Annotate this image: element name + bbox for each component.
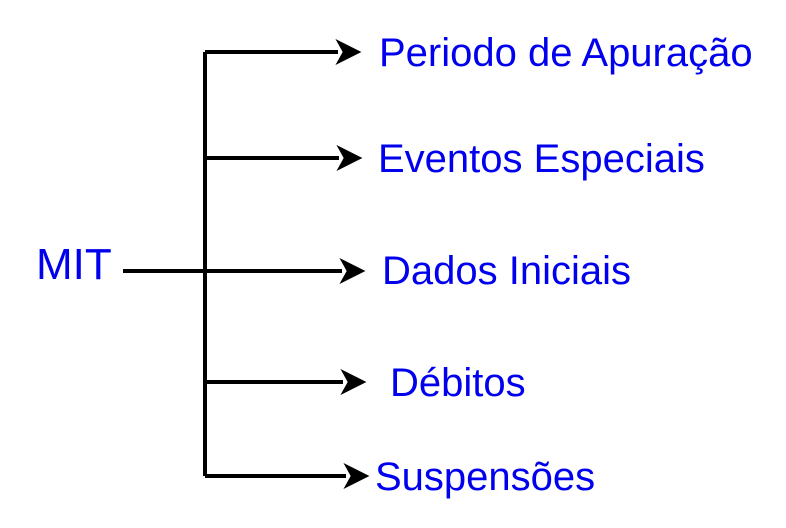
branch-label-debitos: Débitos — [390, 361, 526, 405]
branch-label-periodo-de-apuracao: Periodo de Apuração — [379, 31, 753, 75]
branch-label-suspensoes: Suspensões — [375, 455, 596, 499]
root-label-mit: MIT — [36, 239, 112, 289]
branch-label-eventos-especiais: Eventos Especiais — [378, 137, 705, 181]
branch-label-dados-iniciais: Dados Iniciais — [382, 249, 632, 293]
